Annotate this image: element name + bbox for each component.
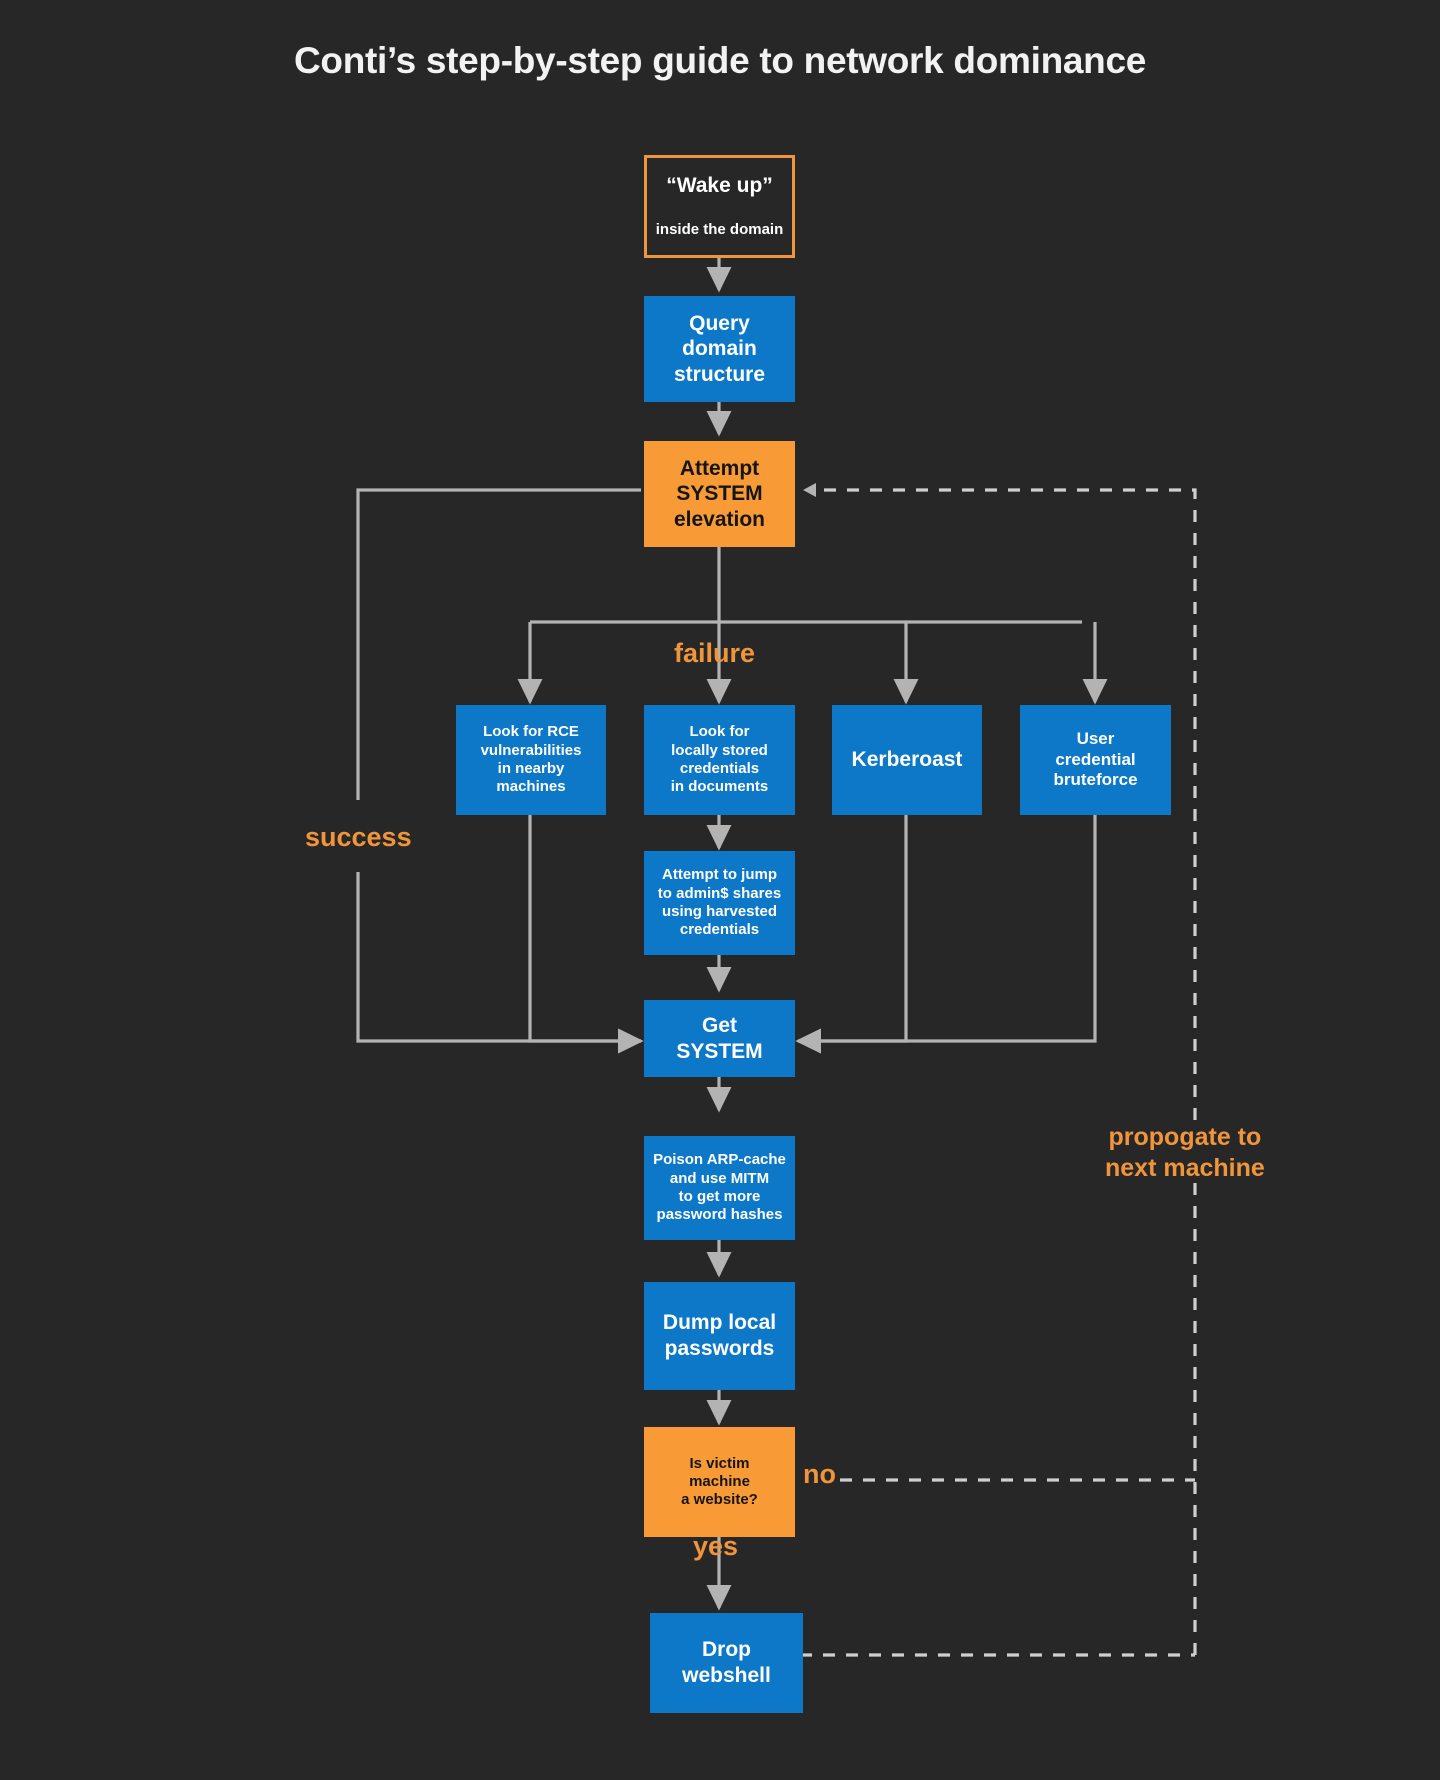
edge-rce-to-getsystem bbox=[528, 815, 644, 1054]
node-look-for-rce[interactable]: Look for RCE vulnerabilities in nearby m… bbox=[456, 705, 606, 815]
node-dump-local-passwords[interactable]: Dump local passwords bbox=[644, 1282, 795, 1390]
arrowhead-propagate-into-attempt bbox=[803, 483, 816, 497]
node-wake-up-line2: inside the domain bbox=[655, 221, 784, 239]
node-drop-webshell[interactable]: Drop webshell bbox=[650, 1613, 803, 1713]
node-wake-up-line1: “Wake up” bbox=[666, 174, 773, 198]
node-attempt-admin-shares[interactable]: Attempt to jump to admin$ shares using h… bbox=[644, 851, 795, 955]
node-look-local-credentials[interactable]: Look for locally stored credentials in d… bbox=[644, 705, 795, 815]
node-poison-arp-mitm[interactable]: Poison ARP-cache and use MITM to get mor… bbox=[644, 1136, 795, 1240]
edge-label-yes: yes bbox=[693, 1531, 739, 1561]
edge-label-success: success bbox=[305, 822, 412, 852]
node-query-domain-structure[interactable]: Query domain structure bbox=[644, 296, 795, 402]
edge-kerberoast-to-getsystem bbox=[795, 815, 908, 1054]
edge-propagate-riser-upper bbox=[809, 488, 1197, 1120]
node-kerberoast[interactable]: Kerberoast bbox=[832, 705, 982, 815]
edge-success-upper bbox=[356, 488, 641, 800]
edge-success-lower bbox=[356, 872, 644, 1054]
node-wake-up[interactable]: “Wake up” inside the domain bbox=[644, 155, 795, 258]
edge-label-failure: failure bbox=[674, 638, 756, 668]
edge-bruteforce-to-getsystem bbox=[795, 815, 1097, 1054]
edge-label-propagate-to-next-machine: propogate to next machine bbox=[1105, 1123, 1265, 1182]
edge-label-no: no bbox=[803, 1459, 836, 1489]
node-user-credential-bruteforce[interactable]: User credential bruteforce bbox=[1020, 705, 1171, 815]
node-is-victim-machine-a-website[interactable]: Is victim machine a website? bbox=[644, 1427, 795, 1537]
page-title: Conti’s step-by-step guide to network do… bbox=[293, 40, 1147, 81]
node-get-system[interactable]: Get SYSTEM bbox=[644, 1000, 795, 1077]
node-attempt-system-elevation[interactable]: Attempt SYSTEM elevation bbox=[644, 441, 795, 547]
